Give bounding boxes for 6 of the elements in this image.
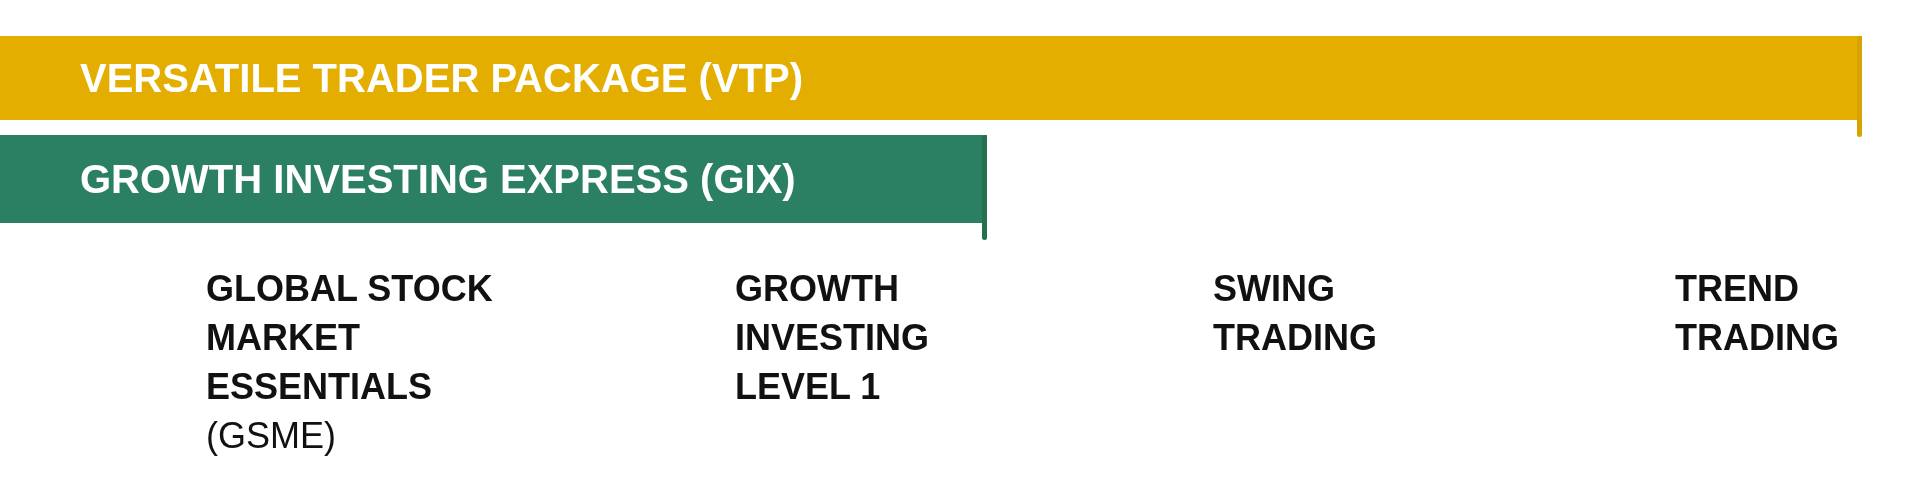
course-title: SWING TRADING	[1213, 267, 1378, 360]
course-title: GROWTH INVESTING LEVEL 1	[735, 267, 931, 409]
course-title: GLOBAL STOCK MARKET ESSENTIALS (GSME)	[206, 267, 494, 458]
band-title: GROWTH INVESTING EXPRESS (GIX)	[80, 157, 796, 201]
course-title: TREND TRADING	[1675, 267, 1840, 360]
band-title: VERSATILE TRADER PACKAGE (VTP)	[80, 56, 803, 100]
